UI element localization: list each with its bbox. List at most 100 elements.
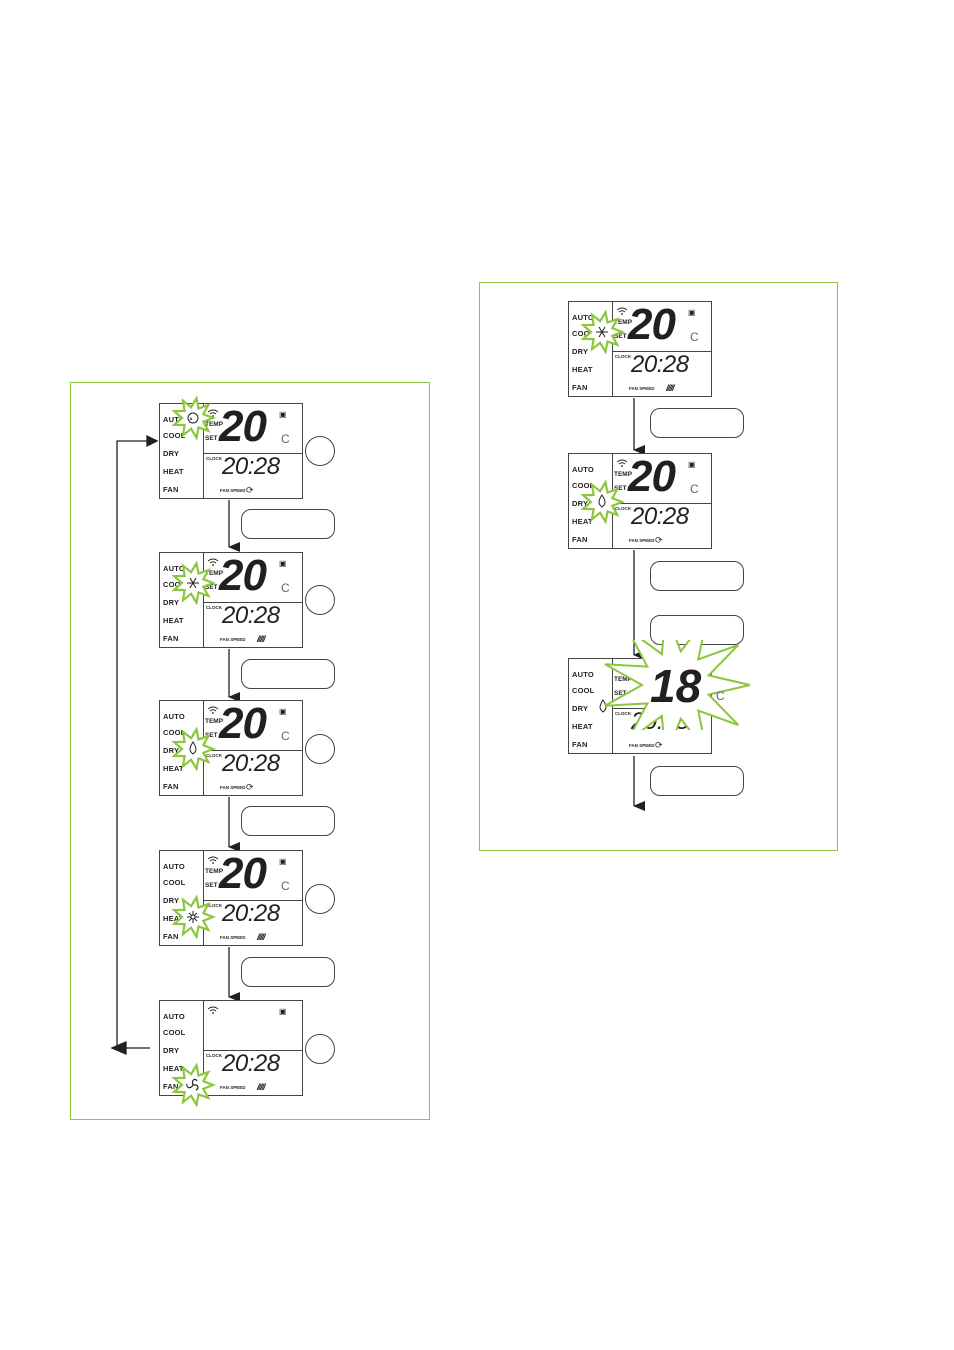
temp-label: TEMP [614,676,633,683]
temp-label: TEMP [614,319,633,326]
mode-label: AUTO [572,670,594,679]
fan-speed-bars: ///// [257,932,265,942]
set-label: SET [205,435,218,442]
clock-readout: 20:28 [631,503,689,530]
fan-speed-bars: ///// [666,383,674,393]
mode-label: COOL [163,728,186,737]
clock-label: CLOCK [206,456,222,461]
mode-label: COOL [163,878,186,887]
set-label: SET [205,882,218,889]
unit-label: C [690,482,699,496]
mode-label: DRY [163,896,180,905]
mode-label: AUTO [163,415,185,424]
mode-label: FAN [572,740,588,749]
active-mode-burst [580,480,626,524]
clock-readout: 20:28 [222,602,280,629]
wifi-icon [616,459,628,467]
spinner-icon: ⟳ [246,485,254,495]
sun-icon [187,911,199,923]
lcd-divider [612,351,711,352]
temperature-readout: 20 [219,402,267,451]
mode-label: COOL [572,481,595,490]
temperature-readout: 20 [628,452,676,501]
clock-readout: 20:28 [631,351,689,378]
clock-readout: 20:28 [222,1050,280,1077]
droplet-icon [189,741,197,755]
set-label: SET [614,485,627,492]
fan-speed-label: FAN SPEED [629,743,655,748]
active-mode-burst: A [171,396,217,440]
lcd-divider [203,1001,204,1095]
fan-speed-label: FAN SPEED [220,935,246,940]
left-mode-cycle-frame [70,382,430,1120]
temperature-readout: 20 [219,699,267,748]
mode-label: HEAT [572,365,593,374]
clock-readout: 20:28 [222,750,280,777]
active-mode-burst [171,561,217,605]
wifi-icon [616,307,628,315]
step-label-box [650,408,744,438]
lcd-divider [203,404,204,498]
mode-label: FAN [572,535,588,544]
active-mode-burst [171,1063,217,1107]
lcd-divider [203,453,302,454]
mode-label: COOL [572,686,595,695]
active-mode-burst [171,895,217,939]
mode-label: HEAT [163,914,184,923]
mode-label: COOL [163,1028,186,1037]
wifi-icon [207,1006,219,1014]
lcd-divider [612,302,613,396]
mode-label: AUTO [163,862,185,871]
step-marker-circle [305,884,335,914]
right-temp-adjust-frame [479,282,838,851]
filter-icon: ▣ [279,707,287,716]
clock-label: CLOCK [206,753,222,758]
set-label: SET [205,732,218,739]
lcd-divider [612,503,711,504]
mode-label: AUTO [572,313,594,322]
step-marker-circle [305,1034,335,1064]
mode-label: FAN [163,932,179,941]
fan-icon [186,1078,199,1091]
step-label-box [241,806,335,836]
mode-label: FAN [163,1082,179,1091]
lcd-divider [203,602,302,603]
mode-label: COOL [572,329,595,338]
step-marker-circle [305,734,335,764]
auto-icon: A [187,412,199,424]
set-label: SET [614,690,627,697]
mode-label: DRY [163,746,180,755]
lcd-divider [203,1050,302,1051]
arrow-left [110,1041,127,1055]
lcd-divider [203,851,204,945]
mode-label: DRY [163,598,180,607]
lcd-divider [203,900,302,901]
filter-icon: ▣ [279,1007,287,1016]
clock-label: CLOCK [615,354,631,359]
set-label: SET [614,333,627,340]
mode-label: DRY [572,347,589,356]
mode-label: AUTO [572,465,594,474]
active-mode-burst [580,310,626,354]
mode-label: AUTO [163,1012,185,1021]
temperature-readout: 20 [628,300,676,349]
unit-label: C [281,432,290,446]
clock-readout: 20:28 [222,900,280,927]
wifi-icon [207,706,219,714]
fan-speed-label: FAN SPEED [629,386,655,391]
mode-label: HEAT [163,1064,184,1073]
return-loop-line [116,440,157,1049]
spinner-icon: ⟳ [655,740,663,750]
temp-label: TEMP [205,570,224,577]
mode-label: DRY [572,499,589,508]
wifi-icon [207,856,219,864]
filter-icon: ▣ [688,308,696,317]
mode-label: FAN [163,782,179,791]
filter-icon: ▣ [279,857,287,866]
fan-speed-bars: ///// [257,634,265,644]
flashing-temperature-readout: 18 [650,660,702,712]
filter-icon: ▣ [279,559,287,568]
